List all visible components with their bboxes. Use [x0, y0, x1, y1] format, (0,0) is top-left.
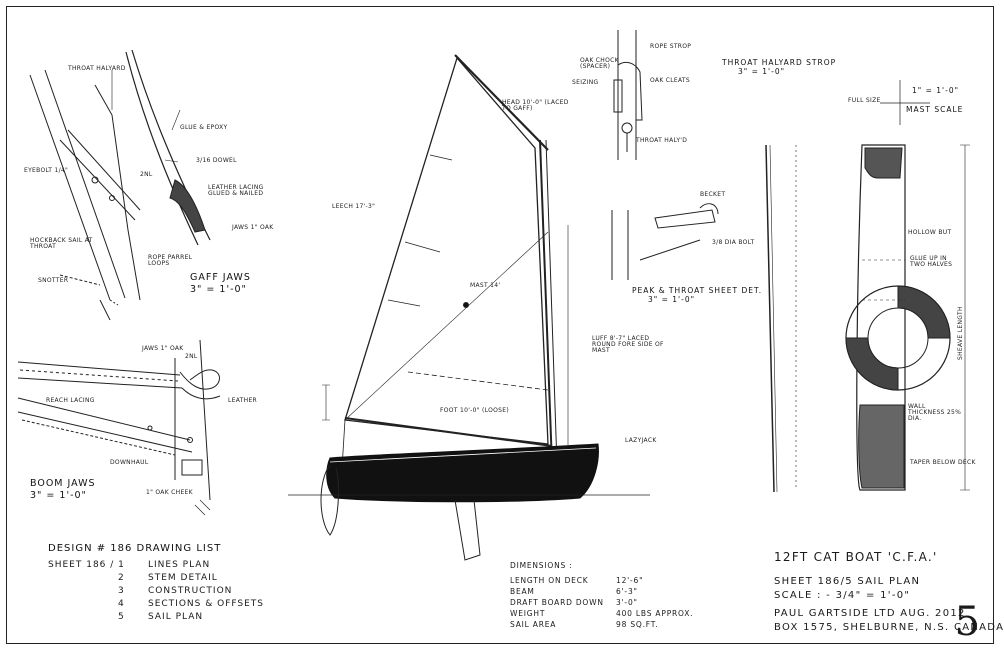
mast-detail-drawing [765, 80, 970, 493]
throat-halyard-drawing [613, 30, 643, 160]
halyard-label-rope-strop: ROPE STROP [650, 43, 692, 50]
drawing-list-sheet: SHEET 186 / 1 [48, 560, 125, 570]
halyard-label-cleats: OAK CLEATS [650, 77, 690, 84]
halyard-label-seizing: SEIZING [572, 79, 599, 86]
dimension-label: BEAM [510, 587, 535, 596]
dimension-value: 98 SQ.FT. [616, 620, 659, 629]
drawing-list-item: CONSTRUCTION [148, 586, 233, 596]
mast-label-hollow: HOLLOW BUT [908, 229, 952, 236]
boom-label-jaws: JAWS 1" OAK [142, 345, 184, 352]
gaff-label-snotter: SNOTTER [38, 277, 69, 284]
halyard-caption-title: THROAT HALYARD STROP [722, 58, 837, 67]
mast-label-sheave: SHEAVE LENGTH [957, 306, 964, 360]
boom-label-2nl: 2NL [185, 353, 198, 360]
gaff-label-glue: GLUE & EPOXY [180, 124, 228, 131]
title-block-sheet: SHEET 186/5 SAIL PLAN [774, 576, 921, 587]
drawing-list-sheet: 4 [118, 599, 125, 609]
sail-plan-drawing [288, 54, 650, 561]
boom-jaws-drawing [17, 339, 221, 516]
gaff-label-dowel: 3/16 DOWEL [196, 157, 237, 164]
drawing-list-item: SECTIONS & OFFSETS [148, 599, 264, 609]
sail-label-head: HEAD 10'-0" (LACED TO GAFF) [502, 99, 569, 112]
halyard-label-throat-halyd: THROAT HALY'D [636, 137, 688, 144]
boom-caption-scale: 3" = 1'-0" [30, 489, 87, 501]
gaff-label-eyebolt: EYEBOLT 1/4" [24, 167, 69, 174]
sail-label-lazyjack: LAZYJACK [625, 437, 657, 444]
mast-label-wall: WALL THICKNESS 25% DIA. [908, 403, 962, 422]
drawing-list-title: DESIGN # 186 DRAWING LIST [48, 543, 222, 554]
dimension-value: 3'-0" [616, 598, 638, 607]
drawing-list-item: LINES PLAN [148, 560, 211, 570]
sheet-number: 5 [954, 599, 980, 645]
drawing-list-sheet: 2 [118, 573, 125, 583]
mast-label-full-size: FULL SIZE [848, 97, 881, 104]
drawing-list-item: SAIL PLAN [148, 612, 204, 622]
sail-label-luff: LUFF 8'-7" LACED ROUND FORE SIDE OF MAST [592, 335, 664, 354]
sail-label-foot: FOOT 10'-0" (LOOSE) [440, 407, 509, 414]
sheet-caption-scale: 3" = 1'-0" [648, 295, 696, 305]
title-block-address: BOX 1575, SHELBURNE, N.S. CANADA [774, 622, 1004, 633]
drawing-list-sheet: 5 [118, 612, 125, 622]
gaff-label-leather: LEATHER LACING GLUED & NAILED [208, 184, 264, 197]
dimensions-title: DIMENSIONS : [510, 561, 573, 570]
title-block-title: 12FT CAT BOAT 'C.F.A.' [774, 550, 938, 564]
boom-caption: BOOM JAWS 3" = 1'-0" [30, 478, 96, 502]
sheet-block-drawing [611, 203, 719, 280]
gaff-caption: GAFF JAWS 3" = 1'-0" [190, 272, 251, 296]
halyard-label-chock: OAK CHOCK (SPACER) [580, 57, 619, 70]
title-block-designer: PAUL GARTSIDE LTD AUG. 2012 [774, 608, 966, 619]
sail-label-leech: LEECH 17'-3" [332, 203, 376, 210]
mast-caption-title: MAST SCALE [906, 105, 964, 115]
mast-label-glue: GLUE UP IN TWO HALVES [910, 255, 953, 268]
dimension-value: 6'-3" [616, 587, 638, 596]
mast-caption-scale: 1" = 1'-0" [912, 86, 960, 95]
dimension-value: 12'-6" [616, 576, 644, 585]
sheet-border [6, 6, 994, 644]
dimension-label: DRAFT BOARD DOWN [510, 598, 604, 607]
sail-label-mast: MAST 14' [470, 282, 501, 289]
boom-label-reach-lacing: REACH LACING [46, 397, 95, 404]
gaff-label-2nl: 2NL [140, 171, 153, 178]
sheet-label-becket: BECKET [700, 191, 726, 198]
boom-caption-title: BOOM JAWS [30, 478, 96, 489]
drawing-list-item: STEM DETAIL [148, 573, 218, 583]
title-block-scale: SCALE : - 3/4" = 1'-0" [774, 590, 911, 601]
boom-label-leather: LEATHER [228, 397, 258, 404]
boom-label-cheek: 1" OAK CHEEK [146, 489, 193, 496]
mast-label-taper: TAPER BELOW DECK [910, 459, 976, 466]
dimension-label: SAIL AREA [510, 620, 557, 629]
drawing-list-sheet: 3 [118, 586, 125, 596]
gaff-caption-title: GAFF JAWS [190, 272, 251, 283]
dimension-label: LENGTH ON DECK [510, 576, 589, 585]
gaff-label-hockback: HOCKBACK SAIL AT THROAT [30, 237, 93, 250]
mast-caption: 1" = 1'-0" MAST SCALE [906, 86, 963, 115]
dimension-label: WEIGHT [510, 609, 546, 618]
sheet-caption-title: PEAK & THROAT SHEET DET. [632, 286, 763, 295]
halyard-caption-scale: 3" = 1'-0" [738, 67, 786, 77]
halyard-caption: THROAT HALYARD STROP 3" = 1'-0" [722, 58, 836, 77]
dimension-value: 400 LBS APPROX. [616, 609, 694, 618]
gaff-jaws-drawing [29, 49, 211, 321]
gaff-caption-scale: 3" = 1'-0" [190, 283, 247, 295]
gaff-label-jaws: JAWS 1" OAK [232, 224, 274, 231]
boom-label-downhaul: DOWNHAUL [110, 459, 149, 466]
gaff-label-parrel: ROPE PARREL LOOPS [148, 254, 193, 267]
sheet-caption: PEAK & THROAT SHEET DET. 3" = 1'-0" [632, 286, 762, 305]
sheet-label-bolt: 3/8 DIA BOLT [712, 239, 755, 246]
gaff-label-throat-halyard: THROAT HALYARD [68, 65, 126, 72]
